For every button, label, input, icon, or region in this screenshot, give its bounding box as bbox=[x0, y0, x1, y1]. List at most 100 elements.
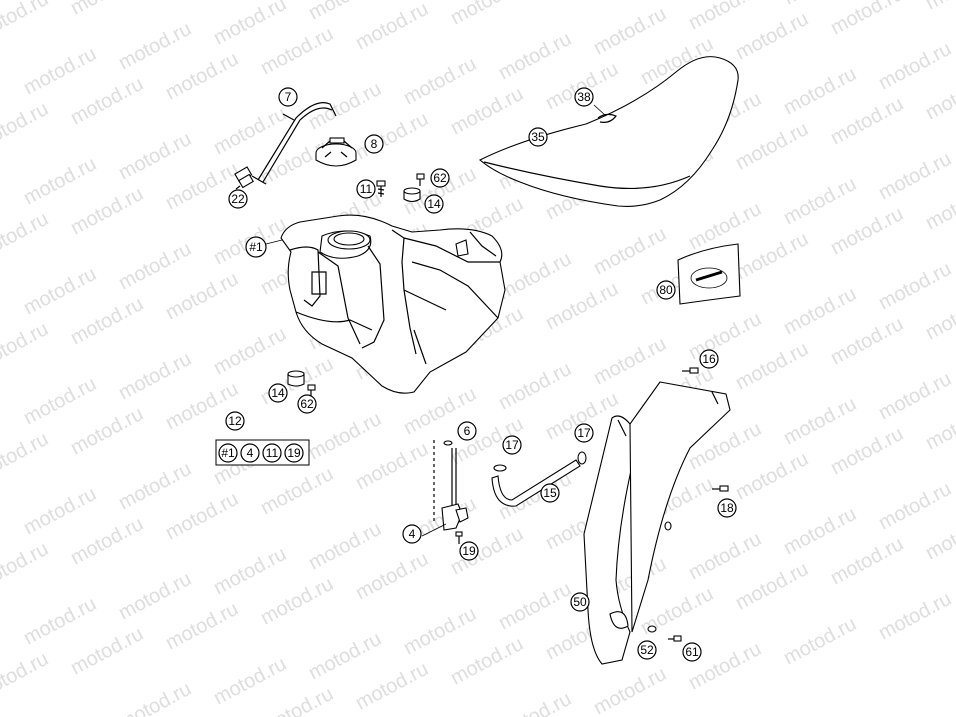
watermark-text: motod.ru bbox=[590, 223, 670, 279]
fuel-tap-part bbox=[433, 440, 469, 544]
svg-text:18: 18 bbox=[720, 501, 734, 515]
callout-14-upper: 14 bbox=[424, 194, 444, 214]
watermark-text: motod.ru bbox=[20, 373, 100, 429]
watermark-text: motod.ru bbox=[922, 178, 956, 234]
watermark-text: motod.ru bbox=[875, 148, 955, 204]
hose-part bbox=[491, 451, 587, 507]
watermark-text: motod.ru bbox=[732, 448, 812, 504]
watermark-text: motod.ru bbox=[305, 628, 385, 684]
svg-text:6: 6 bbox=[464, 424, 471, 438]
watermark-text: motod.ru bbox=[115, 128, 195, 184]
svg-text:62: 62 bbox=[300, 397, 314, 411]
watermark-text: motod.ru bbox=[115, 678, 195, 717]
watermark-text: motod.ru bbox=[400, 53, 480, 109]
watermark-text: motod.ru bbox=[875, 368, 955, 424]
watermark-text: motod.ru bbox=[875, 478, 955, 534]
watermark-text: motod.ru bbox=[447, 523, 527, 579]
watermark-text: motod.ru bbox=[685, 0, 765, 34]
kit-item-11: 11 bbox=[262, 443, 282, 463]
callout-50: 50 bbox=[570, 592, 590, 612]
kit-item-19: 19 bbox=[284, 443, 304, 463]
callout-14-lower: 14 bbox=[268, 383, 288, 403]
fuel-tank-part bbox=[280, 214, 506, 394]
watermark-text: motod.ru bbox=[115, 238, 195, 294]
svg-text:#1: #1 bbox=[249, 240, 263, 254]
callout-15: 15 bbox=[540, 483, 560, 503]
callout-11: 11 bbox=[356, 179, 376, 199]
watermark-text: motod.ru bbox=[732, 558, 812, 614]
watermark-text: motod.ru bbox=[67, 73, 147, 129]
watermark-text: motod.ru bbox=[590, 3, 670, 59]
watermark-text: motod.ru bbox=[0, 318, 52, 374]
svg-text:80: 80 bbox=[659, 283, 673, 297]
svg-text:4: 4 bbox=[247, 446, 254, 460]
watermark-text: motod.ru bbox=[875, 38, 955, 94]
watermark-text: motod.ru bbox=[0, 648, 52, 704]
svg-text:15: 15 bbox=[543, 486, 557, 500]
watermark-text: motod.ru bbox=[162, 158, 242, 214]
watermark-text: motod.ru bbox=[447, 633, 527, 689]
svg-text:19: 19 bbox=[462, 544, 476, 558]
watermark-text: motod.ru bbox=[780, 503, 860, 559]
fitting-part bbox=[234, 166, 254, 190]
svg-text:50: 50 bbox=[573, 595, 587, 609]
svg-text:62: 62 bbox=[433, 171, 447, 185]
watermark-text: motod.ru bbox=[495, 578, 575, 634]
watermark-text: motod.ru bbox=[210, 103, 290, 159]
watermark-text: motod.ru bbox=[115, 18, 195, 74]
watermark-text: motod.ru bbox=[922, 508, 956, 564]
kit-contents-box: #1 4 11 19 bbox=[215, 439, 310, 466]
watermark-text: motod.ru bbox=[210, 543, 290, 599]
watermark-text: motod.ru bbox=[827, 533, 907, 589]
callout-8: 8 bbox=[364, 134, 384, 154]
watermark-text: motod.ru bbox=[780, 393, 860, 449]
watermark-text: motod.ru bbox=[352, 548, 432, 604]
watermark-text: motod.ru bbox=[447, 83, 527, 139]
watermark-text: motod.ru bbox=[0, 428, 52, 484]
watermark-text: motod.ru bbox=[875, 258, 955, 314]
watermark-text: motod.ru bbox=[352, 658, 432, 714]
callout-62-upper: 62 bbox=[430, 168, 450, 188]
watermark-text: motod.ru bbox=[685, 528, 765, 584]
watermark-text: motod.ru bbox=[827, 0, 907, 39]
watermark-text: motod.ru bbox=[162, 488, 242, 544]
watermark-text: motod.ru bbox=[590, 663, 670, 717]
watermark-text: motod.ru bbox=[590, 333, 670, 389]
kit-item-4: 4 bbox=[240, 443, 260, 463]
callout-52: 52 bbox=[637, 640, 657, 660]
watermark-text: motod.ru bbox=[542, 0, 622, 4]
watermark-text: motod.ru bbox=[162, 268, 242, 324]
callout-1: #1 bbox=[245, 236, 267, 258]
callout-35: 35 bbox=[528, 127, 548, 147]
watermark-text: motod.ru bbox=[305, 0, 385, 24]
svg-text:12: 12 bbox=[228, 414, 242, 428]
callout-19: 19 bbox=[459, 541, 479, 561]
svg-text:61: 61 bbox=[685, 645, 699, 659]
callout-7: 7 bbox=[278, 87, 298, 107]
watermark-text: motod.ru bbox=[257, 573, 337, 629]
watermark-text: motod.ru bbox=[67, 293, 147, 349]
watermark-text: motod.ru bbox=[20, 263, 100, 319]
watermark-text: motod.ru bbox=[732, 118, 812, 174]
watermark-text: motod.ru bbox=[542, 278, 622, 334]
watermark-text: motod.ru bbox=[495, 358, 575, 414]
watermark-text: motod.ru bbox=[20, 593, 100, 649]
watermark-text: motod.ru bbox=[495, 28, 575, 84]
watermark-text: motod.ru bbox=[400, 603, 480, 659]
watermark-text: motod.ru bbox=[257, 23, 337, 79]
callout-16: 16 bbox=[699, 349, 719, 369]
callout-18: 18 bbox=[717, 498, 737, 518]
side-cover-part bbox=[583, 381, 731, 665]
watermark-text: motod.ru bbox=[780, 63, 860, 119]
watermark-text: motod.ru bbox=[0, 0, 52, 44]
watermark-text: motod.ru bbox=[780, 283, 860, 339]
watermark-text: motod.ru bbox=[827, 203, 907, 259]
watermark-text: motod.ru bbox=[210, 0, 290, 49]
svg-text:16: 16 bbox=[702, 352, 716, 366]
leader-lines bbox=[265, 104, 607, 537]
callout-4: 4 bbox=[402, 524, 422, 544]
watermark-text: motod.ru bbox=[67, 183, 147, 239]
watermark-text: motod.ru bbox=[922, 68, 956, 124]
callout-22: 22 bbox=[228, 189, 248, 209]
watermark-text: motod.ru bbox=[67, 0, 147, 19]
